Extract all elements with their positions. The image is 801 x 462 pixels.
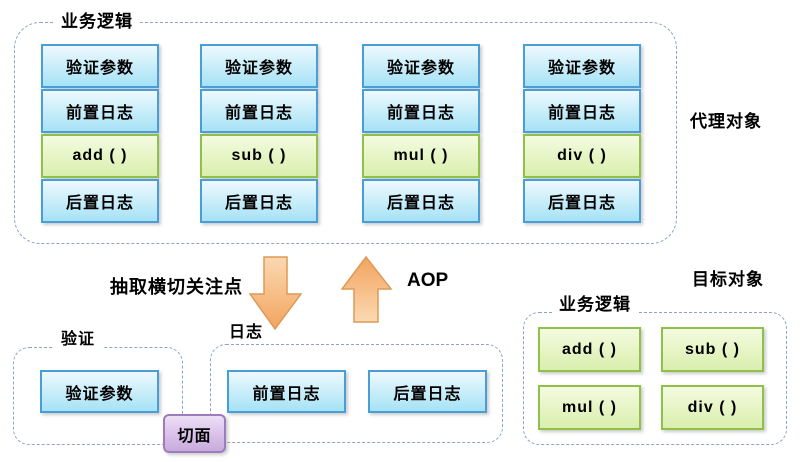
proxy-cell: 后置日志 [362,179,480,223]
extract-concerns-label: 抽取横切关注点 [110,277,243,297]
aspect-badge: 切面 [163,414,226,453]
proxy-column-sub: 验证参数 前置日志 sub ( ) 后置日志 [200,44,318,223]
proxy-cell: 验证参数 [362,44,480,88]
proxy-cell: 后置日志 [523,179,641,223]
target-group-label: 业务逻辑 [552,296,638,314]
target-method-sub: sub ( ) [661,327,764,372]
proxy-cell-method: add ( ) [41,134,159,178]
target-method-add: add ( ) [538,327,641,372]
up-arrow-icon [341,256,392,323]
validation-group-label: 验证 [54,331,103,349]
proxy-cell: 后置日志 [200,179,318,223]
proxy-cell: 前置日志 [362,89,480,133]
proxy-cell: 前置日志 [523,89,641,133]
aop-label: AOP [407,270,449,291]
proxy-cell-method: mul ( ) [362,134,480,178]
proxy-group-label: 业务逻辑 [54,13,140,31]
proxy-cell: 前置日志 [41,89,159,133]
proxy-column-mul: 验证参数 前置日志 mul ( ) 后置日志 [362,44,480,223]
validation-box: 验证参数 [40,370,159,413]
down-arrow-icon [249,256,302,331]
logging-group-label: 日志 [222,324,271,342]
proxy-column-add: 验证参数 前置日志 add ( ) 后置日志 [41,44,159,223]
target-group-border [523,312,787,445]
proxy-cell: 验证参数 [41,44,159,88]
before-log-box: 前置日志 [227,370,346,413]
after-log-box: 后置日志 [368,370,487,413]
proxy-cell: 验证参数 [523,44,641,88]
proxy-cell: 验证参数 [200,44,318,88]
proxy-column-div: 验证参数 前置日志 div ( ) 后置日志 [523,44,641,223]
proxy-group-border [14,22,677,244]
logging-group-border [210,344,503,443]
target-side-label: 目标对象 [692,270,764,289]
target-method-div: div ( ) [661,385,764,430]
proxy-cell-method: div ( ) [523,134,641,178]
proxy-cell: 前置日志 [200,89,318,133]
proxy-cell-method: sub ( ) [200,134,318,178]
target-method-mul: mul ( ) [538,385,641,430]
proxy-cell: 后置日志 [41,179,159,223]
proxy-side-label: 代理对象 [690,112,762,131]
